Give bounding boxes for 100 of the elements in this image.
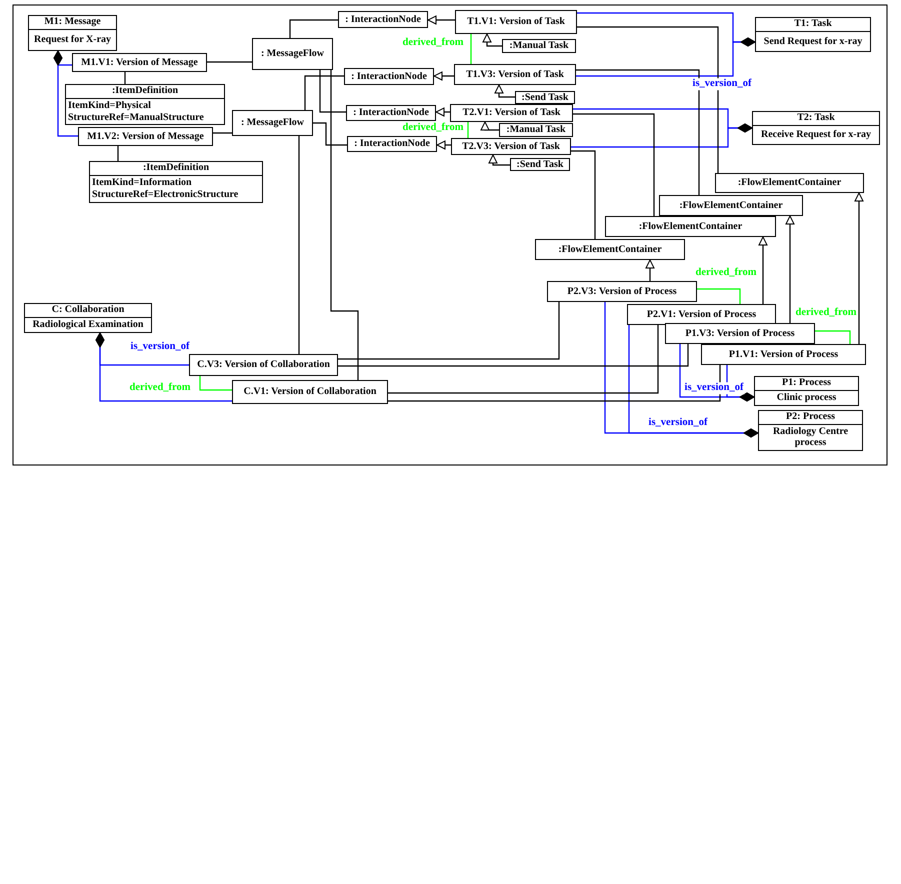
object-attribute: Request for X-ray: [32, 33, 112, 47]
object-name: M1.V2: Version of Message: [86, 130, 205, 142]
object-box: [65, 84, 225, 125]
object-attribute: Receive Request for x-ray: [760, 128, 872, 142]
connector-line: [117, 146, 119, 161]
object-box: [72, 53, 207, 72]
object-box: [758, 410, 863, 451]
object-box: [535, 239, 685, 260]
generalization-arrow: [494, 84, 515, 98]
edge-label: is_version_of: [648, 417, 708, 429]
edge-label: derived_from: [128, 382, 192, 394]
edge-label: derived_from: [694, 267, 758, 279]
object-box: [499, 123, 573, 137]
generalization-arrow: [428, 16, 455, 24]
connector-line: [313, 122, 347, 146]
object-name: T2.V1: Version of Task: [462, 107, 562, 119]
object-name: :Send Task: [516, 158, 564, 170]
object-box: [715, 173, 864, 193]
connector-line: [298, 136, 300, 354]
generalization-arrow: [436, 140, 451, 150]
object-attribute: Radiology Centre process: [772, 424, 850, 450]
object-box: [344, 68, 434, 85]
connector-line: [330, 70, 359, 380]
object-box: [24, 303, 152, 333]
connector-line: [319, 70, 346, 113]
connector-line: [338, 302, 560, 360]
connector-line: [388, 365, 721, 402]
object-name: : InteractionNode: [350, 70, 428, 82]
object-name: :Manual Task: [505, 124, 567, 136]
object-box: [451, 138, 571, 155]
object-box: [701, 344, 866, 365]
object-name: : MessageFlow: [240, 117, 306, 129]
edge-label: derived_from: [401, 37, 465, 49]
object-name: :FlowElementContainer: [557, 244, 663, 256]
edge-label: derived_from: [401, 122, 465, 134]
object-box: [755, 17, 871, 52]
object-name: : InteractionNode: [344, 14, 422, 26]
object-name: M1.V1: Version of Message: [80, 56, 199, 68]
object-box: [454, 64, 576, 85]
connector-line: [573, 113, 655, 216]
object-box: [89, 161, 263, 203]
object-name: M1: Message: [29, 16, 116, 30]
connector-line: [289, 19, 338, 38]
edge-label: is_version_of: [692, 78, 752, 90]
edge-label: derived_from: [794, 307, 858, 319]
connector-line: [199, 376, 232, 391]
connector-line: [388, 325, 659, 394]
object-name: T1.V3: Version of Task: [465, 68, 565, 80]
object-box: [502, 39, 576, 53]
composition-line: [571, 124, 752, 148]
object-name: T1: Task: [756, 18, 870, 32]
object-box: [605, 216, 776, 237]
composition-line: [54, 50, 78, 137]
object-attribute: ItemKind=Physical: [67, 98, 152, 111]
connector-line: [338, 344, 689, 367]
object-box: [232, 380, 388, 404]
generalization-arrow: [646, 260, 654, 281]
object-name: C.V1: Version of Collaboration: [242, 386, 378, 398]
generalization-arrow: [436, 108, 450, 116]
edge-label: is_version_of: [130, 341, 190, 353]
object-attribute: Clinic process: [776, 391, 838, 405]
object-box: [338, 11, 428, 28]
connector-line: [697, 288, 741, 304]
object-name: P1.V1: Version of Process: [728, 348, 840, 360]
connector-line: [467, 122, 469, 138]
object-name: P2: Process: [759, 411, 862, 424]
generalization-arrow: [786, 216, 794, 323]
connector-line: [571, 150, 596, 239]
generalization-arrow: [758, 236, 768, 304]
object-box: [252, 38, 333, 70]
composition-line: [576, 38, 756, 77]
connector-line: [815, 330, 851, 344]
generalization-arrow: [488, 154, 510, 166]
object-box: [659, 195, 803, 216]
object-name: T1.V1: Version of Task: [466, 16, 566, 28]
connector-line: [207, 61, 252, 63]
object-box: [189, 354, 338, 376]
object-name: P2.V3: Version of Process: [566, 286, 678, 298]
object-box: [752, 111, 880, 145]
connector-line: [213, 132, 232, 134]
object-name: :FlowElementContainer: [736, 177, 842, 189]
object-name: P1.V3: Version of Process: [684, 328, 796, 340]
object-name: :Send Task: [520, 92, 570, 104]
object-attribute: ItemKind=Information: [91, 176, 193, 188]
connector-line: [576, 69, 700, 195]
connector-line: [577, 26, 719, 173]
object-name: P1: Process: [755, 377, 858, 390]
object-box: [347, 136, 437, 152]
object-attribute: StructureRef=ElectronicStructure: [91, 188, 240, 200]
edge-label: is_version_of: [684, 382, 744, 394]
object-attribute: Send Request for x-ray: [762, 34, 864, 48]
object-box: [665, 323, 815, 344]
object-name: P2.V1: Version of Process: [646, 308, 758, 320]
object-name: C: Collaboration: [25, 304, 151, 318]
object-box: [627, 304, 776, 325]
generalization-arrow: [482, 34, 502, 47]
object-box: [515, 91, 575, 104]
object-box: [78, 127, 213, 146]
object-name: T2: Task: [753, 112, 879, 126]
object-box: [450, 104, 573, 122]
